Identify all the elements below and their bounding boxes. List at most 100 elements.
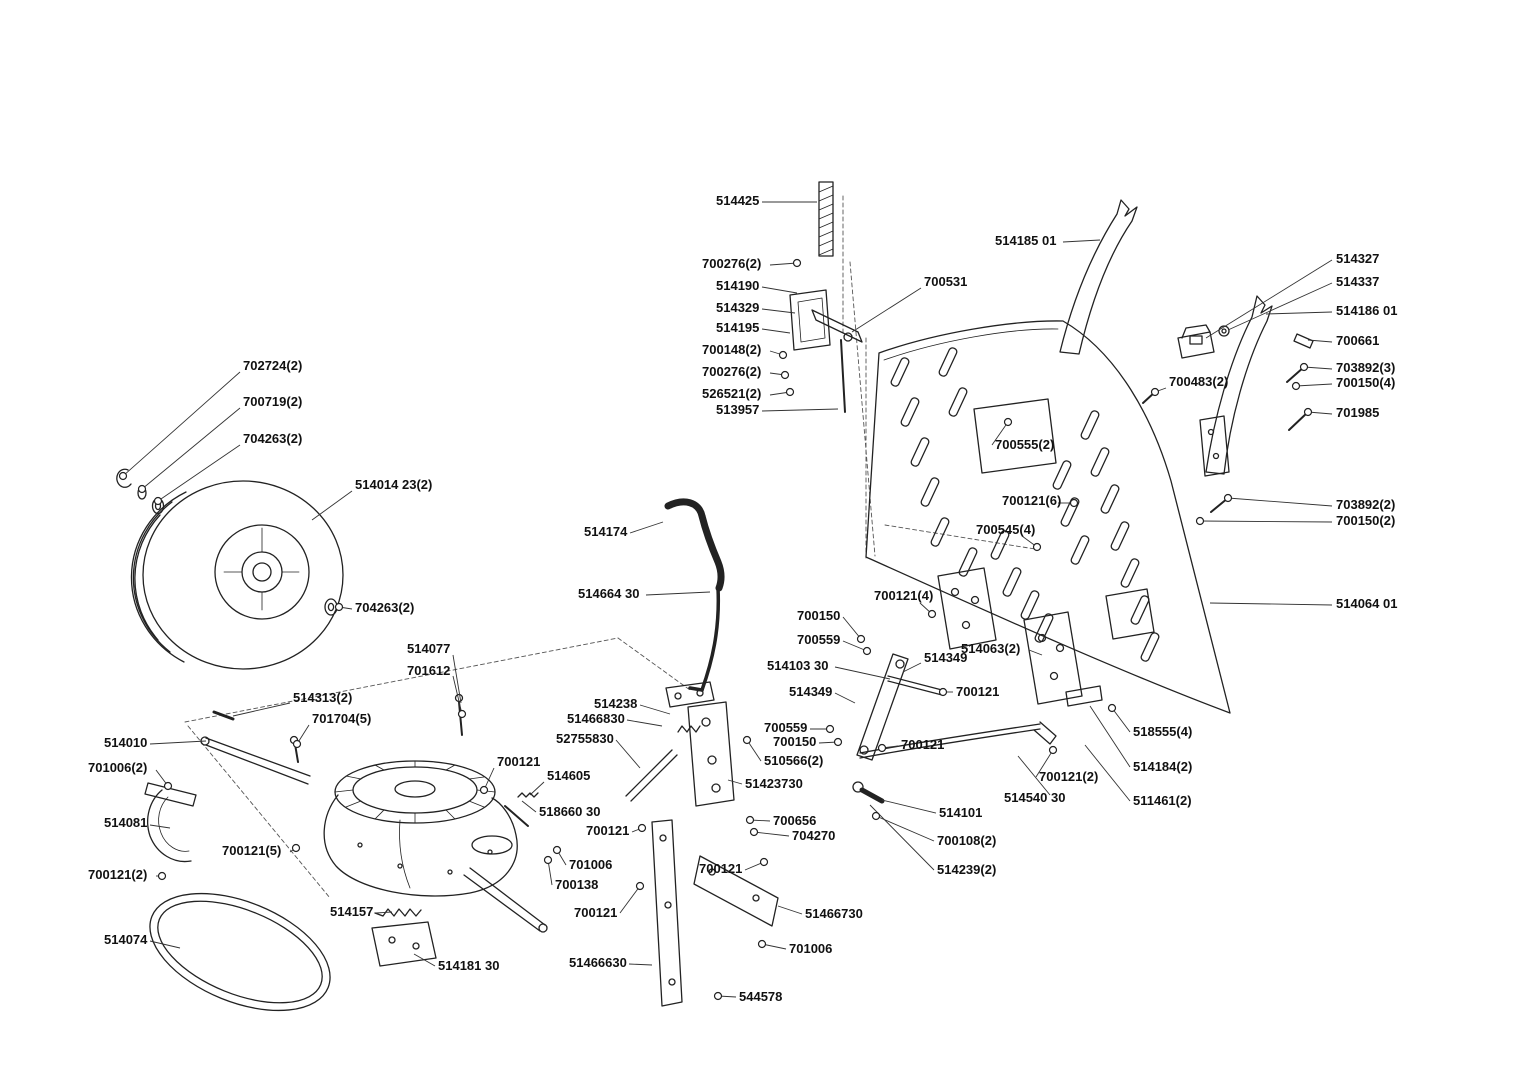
leader-line <box>521 800 537 813</box>
control-lever <box>664 498 725 692</box>
leader-line <box>615 739 641 769</box>
part-label: 514157 <box>330 904 373 919</box>
fastener-icon <box>1048 745 1058 755</box>
leader-line <box>902 662 922 673</box>
part-label: 700121 <box>901 737 944 752</box>
leader-line <box>834 666 891 680</box>
fastener-icon <box>457 709 467 719</box>
part-label: 514101 <box>939 805 982 820</box>
part-label: 518660 30 <box>539 804 600 819</box>
part-label: 514184(2) <box>1133 759 1192 774</box>
part-label: 700559 <box>797 632 840 647</box>
fastener-icon <box>778 350 788 360</box>
part-label: 700656 <box>773 813 816 828</box>
leader-line <box>1303 366 1333 370</box>
part-label: 700276(2) <box>702 256 761 271</box>
part-label: 700121(2) <box>1039 769 1098 784</box>
construction-lines <box>184 195 1036 899</box>
fastener-icon <box>163 781 173 791</box>
fastener-icon <box>856 634 866 644</box>
leader-line <box>413 953 436 967</box>
fastener-glyphs <box>118 258 1313 1001</box>
leader-line <box>1084 744 1131 802</box>
part-label: 514063(2) <box>961 641 1020 656</box>
part-label: 700150 <box>797 608 840 623</box>
part-label: 701006 <box>789 941 832 956</box>
part-label: 700661 <box>1336 333 1379 348</box>
leader-line <box>834 692 856 704</box>
part-label: 514195 <box>716 320 759 335</box>
leader-line <box>727 779 743 785</box>
part-label: 700559 <box>764 720 807 735</box>
part-label: 700150 <box>773 734 816 749</box>
part-label: 701006 <box>569 857 612 872</box>
leader-line <box>875 815 935 842</box>
part-label: 51466630 <box>569 955 627 970</box>
fastener-icon <box>157 871 167 881</box>
part-label: 514077 <box>407 641 450 656</box>
part-label: 514010 <box>104 735 147 750</box>
part-label: 704263(2) <box>355 600 414 615</box>
part-label: 514425 <box>716 193 759 208</box>
fastener-icon <box>137 484 147 494</box>
part-label: 700148(2) <box>702 342 761 357</box>
leader-line <box>869 804 935 871</box>
leader-line <box>628 963 653 966</box>
fastener-icon <box>759 857 769 867</box>
fastener-icon <box>637 823 647 833</box>
axle-bracket <box>144 782 197 863</box>
part-label: 510566(2) <box>764 753 823 768</box>
lever-bracket <box>665 681 735 807</box>
fastener-icon <box>118 471 128 481</box>
part-label: 701704(5) <box>312 711 371 726</box>
fastener-icon <box>1032 542 1042 552</box>
leader-line <box>452 654 462 704</box>
leader-line <box>1089 705 1131 768</box>
leader-line <box>1111 707 1131 733</box>
leader-line <box>311 490 353 521</box>
part-label: 700719(2) <box>243 394 302 409</box>
fastener-icon <box>1150 387 1160 397</box>
part-label: 514174 <box>584 524 628 539</box>
shift-bolts <box>212 693 464 763</box>
fastener-icon <box>1195 516 1205 526</box>
part-label: 700138 <box>555 877 598 892</box>
part-label: 514327 <box>1336 251 1379 266</box>
fastener-icon <box>635 881 645 891</box>
leader-line <box>746 739 762 762</box>
fastener-icon <box>153 496 163 506</box>
leader-line <box>1227 497 1333 507</box>
fastener-icon <box>871 811 881 821</box>
leader-line <box>149 940 181 949</box>
part-label: 514190 <box>716 278 759 293</box>
drive-belt <box>149 892 331 1012</box>
part-label: 51466730 <box>805 906 863 921</box>
fastener-icon <box>479 785 489 795</box>
leader-line <box>1205 259 1333 339</box>
fastener-icon <box>877 743 887 753</box>
leader-line <box>547 859 553 886</box>
fastener-icon <box>1107 703 1117 713</box>
part-label: 514103 30 <box>767 658 828 673</box>
part-label: 514605 <box>547 768 590 783</box>
support-brackets <box>937 567 1103 707</box>
part-label: 514074 <box>104 932 148 947</box>
part-label: 700150(2) <box>1336 513 1395 528</box>
leader-line <box>753 831 790 837</box>
leader-line <box>232 702 291 717</box>
leader-line <box>1028 649 1043 656</box>
part-label: 51466830 <box>567 711 625 726</box>
fastener-icon <box>757 939 767 949</box>
leader-line <box>1307 339 1333 343</box>
part-label: 514664 30 <box>578 586 639 601</box>
leader-line <box>157 444 241 502</box>
part-label: 700483(2) <box>1169 374 1228 389</box>
fastener-icon <box>1299 362 1309 372</box>
latch-assembly <box>1142 324 1314 513</box>
idler-bracket-assembly <box>789 181 863 413</box>
fastener-icon <box>745 815 755 825</box>
part-label: 700150(4) <box>1336 375 1395 390</box>
part-label: 514064 01 <box>1336 596 1397 611</box>
leader-line <box>842 616 862 640</box>
